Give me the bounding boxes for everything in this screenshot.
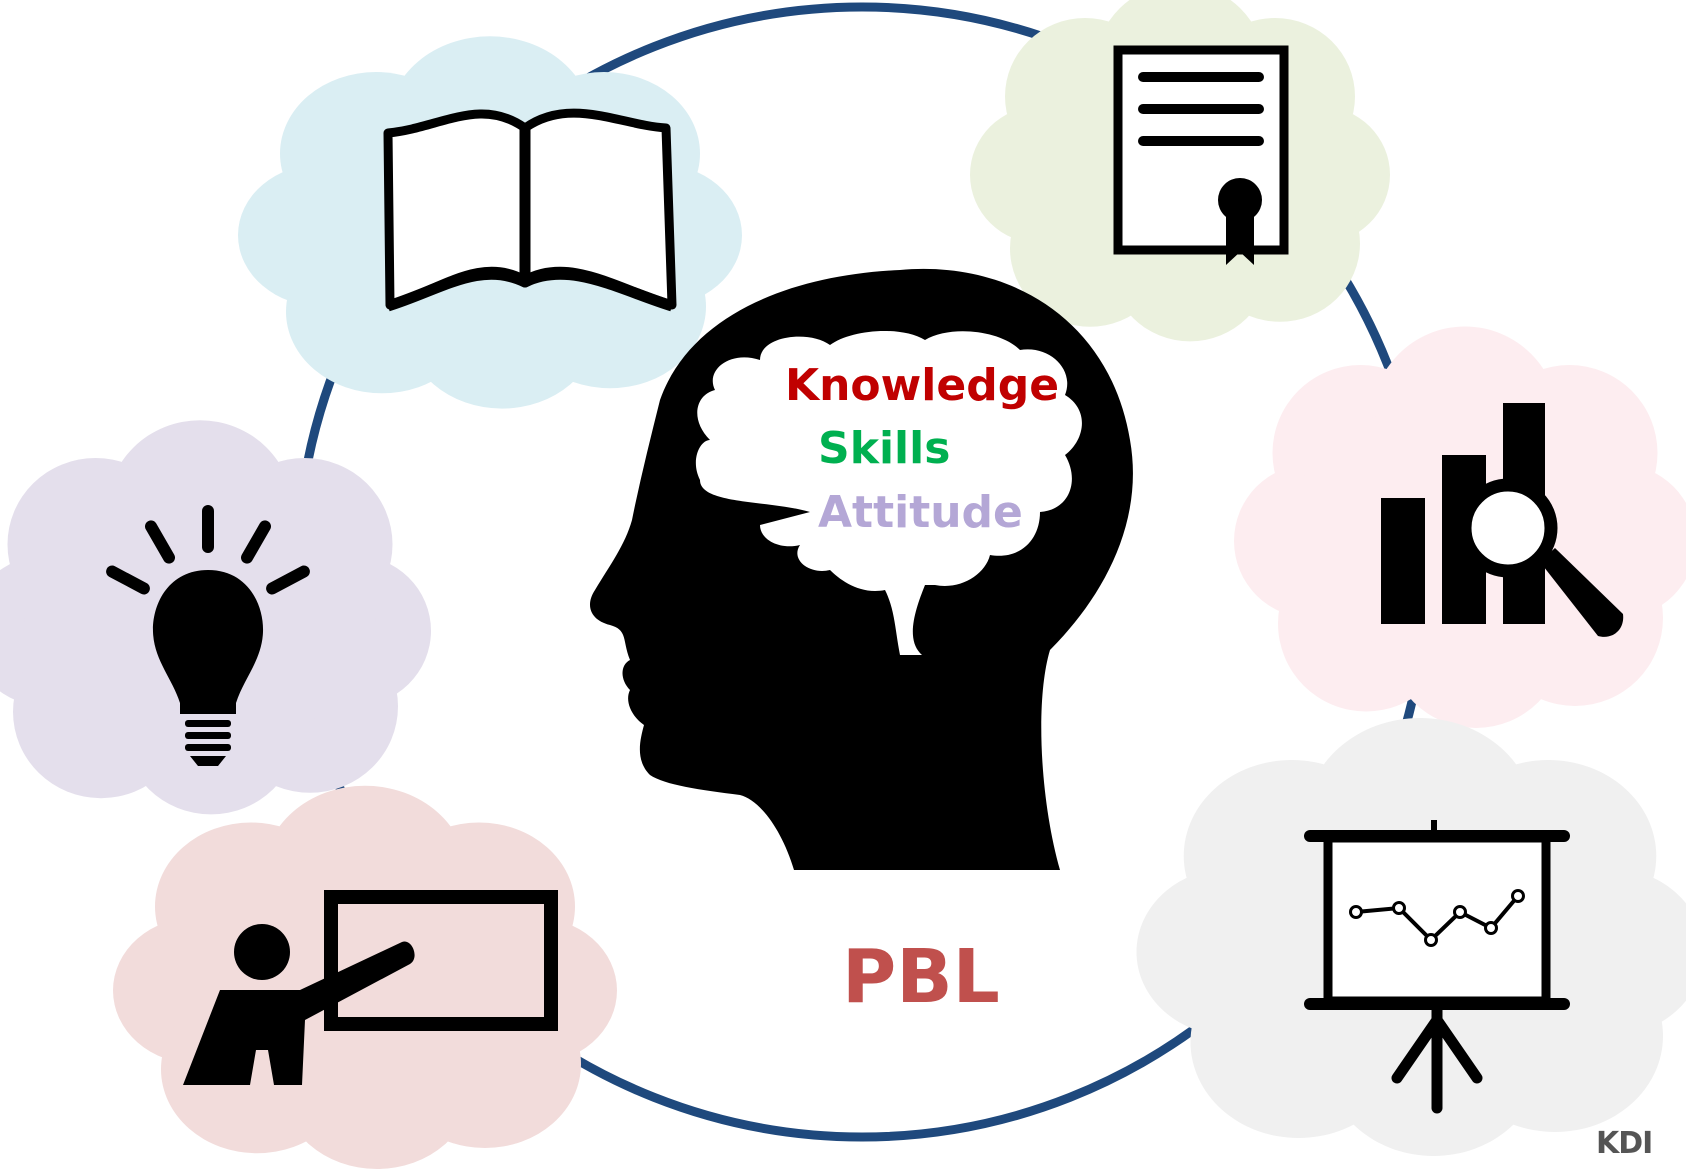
pbl-label: PBL	[842, 934, 1000, 1020]
kdi-logo: KDI	[1596, 1126, 1653, 1161]
knowledge-label: Knowledge	[785, 360, 1059, 411]
open-book-icon	[383, 108, 677, 312]
chart-magnifier-icon	[1381, 403, 1624, 637]
certificate-icon	[1113, 45, 1289, 265]
lightbulb-idea-icon	[106, 505, 310, 766]
skills-label: Skills	[818, 423, 950, 474]
attitude-label: Attitude	[818, 487, 1023, 538]
head-silhouette-icon	[590, 268, 1133, 870]
presentation-chart-icon	[1304, 820, 1570, 1114]
teacher-board-icon	[183, 890, 558, 1085]
